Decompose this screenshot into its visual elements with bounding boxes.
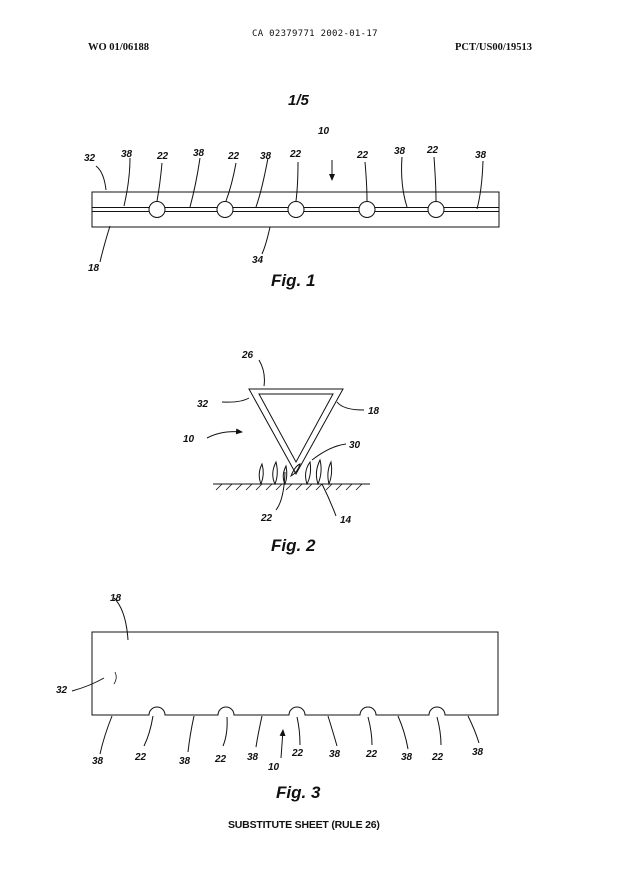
figure-2 <box>206 359 370 517</box>
fig3-ref-label: 38 <box>179 756 191 767</box>
fig2-ground-hatching <box>215 483 363 491</box>
fig3-ref-label: 22 <box>431 752 444 763</box>
fig3-ref-label: 32 <box>56 685 68 696</box>
publication-number: WO 01/06188 <box>88 42 149 53</box>
figure-2-caption: Fig. 2 <box>271 536 316 555</box>
fig1-bead-2 <box>216 201 234 218</box>
fig3-strip-outline <box>91 631 499 716</box>
fig1-ref-label: 22 <box>426 145 439 156</box>
fig2-ref-label: 10 <box>183 434 195 445</box>
document-id: CA 02379771 2002-01-17 <box>252 29 378 39</box>
fig1-ref-label: 22 <box>227 151 240 162</box>
fig3-ref-label: 22 <box>214 754 227 765</box>
figure-3 <box>71 597 499 759</box>
fig2-blade-inner <box>258 393 334 464</box>
figure-3-caption: Fig. 3 <box>276 783 321 802</box>
fig3-ref-label: 22 <box>291 748 304 759</box>
application-number: PCT/US00/19513 <box>455 42 533 53</box>
figure-1 <box>91 156 500 263</box>
fig1-ref-label: 10 <box>318 126 330 137</box>
fig1-bead-4 <box>358 201 376 218</box>
fig3-ref-label: 38 <box>247 752 259 763</box>
fig2-ref-label: 26 <box>241 350 254 361</box>
fig3-ref-label: 22 <box>365 749 378 760</box>
fig1-ref-label: 34 <box>252 255 264 266</box>
fig2-ref-label: 30 <box>349 440 361 451</box>
fig1-ref-label: 38 <box>475 150 487 161</box>
fig1-bead-5 <box>427 201 445 218</box>
figure-3-labels: 18 32 38 22 38 22 38 22 38 22 38 22 38 1… <box>56 593 484 773</box>
fig3-ref-label: 18 <box>110 593 122 604</box>
fig2-blade-outer <box>248 388 344 476</box>
fig1-bead-1 <box>148 201 166 218</box>
fig3-ref-label: 38 <box>92 756 104 767</box>
fig2-particles <box>258 458 333 486</box>
fig1-ref-label: 32 <box>84 153 96 164</box>
fig1-ref-label: 38 <box>121 149 133 160</box>
figure-1-labels: 32 38 22 38 22 38 22 10 22 38 22 38 18 3… <box>84 126 487 274</box>
fig1-ref-label: 38 <box>193 148 205 159</box>
fig1-ref-label: 22 <box>156 151 169 162</box>
fig1-ref-label: 22 <box>289 149 302 160</box>
fig2-ref-label: 14 <box>340 515 352 526</box>
fig1-ref-label: 38 <box>394 146 406 157</box>
fig3-ref-label: 22 <box>134 752 147 763</box>
fig3-ref-label: 38 <box>329 749 341 760</box>
fig3-ref-label: 38 <box>472 747 484 758</box>
fig1-bead-3 <box>287 201 305 218</box>
fig1-ref-label: 18 <box>88 263 100 274</box>
sheet-number: 1/5 <box>288 92 309 109</box>
figure-1-caption: Fig. 1 <box>271 271 316 290</box>
fig3-ref-label: 38 <box>401 752 413 763</box>
fig2-ref-label: 32 <box>197 399 209 410</box>
fig3-ref-label: 10 <box>268 762 280 773</box>
fig1-ref-label: 38 <box>260 151 272 162</box>
fig2-ref-label: 18 <box>368 406 380 417</box>
footer-substitute-sheet: SUBSTITUTE SHEET (RULE 26) <box>228 819 380 831</box>
fig2-ref-label: 22 <box>260 513 273 524</box>
fig1-ref-label: 22 <box>356 150 369 161</box>
fig1-strip-body <box>91 191 500 228</box>
figure-2-labels: 26 32 18 10 30 22 14 <box>183 350 380 526</box>
